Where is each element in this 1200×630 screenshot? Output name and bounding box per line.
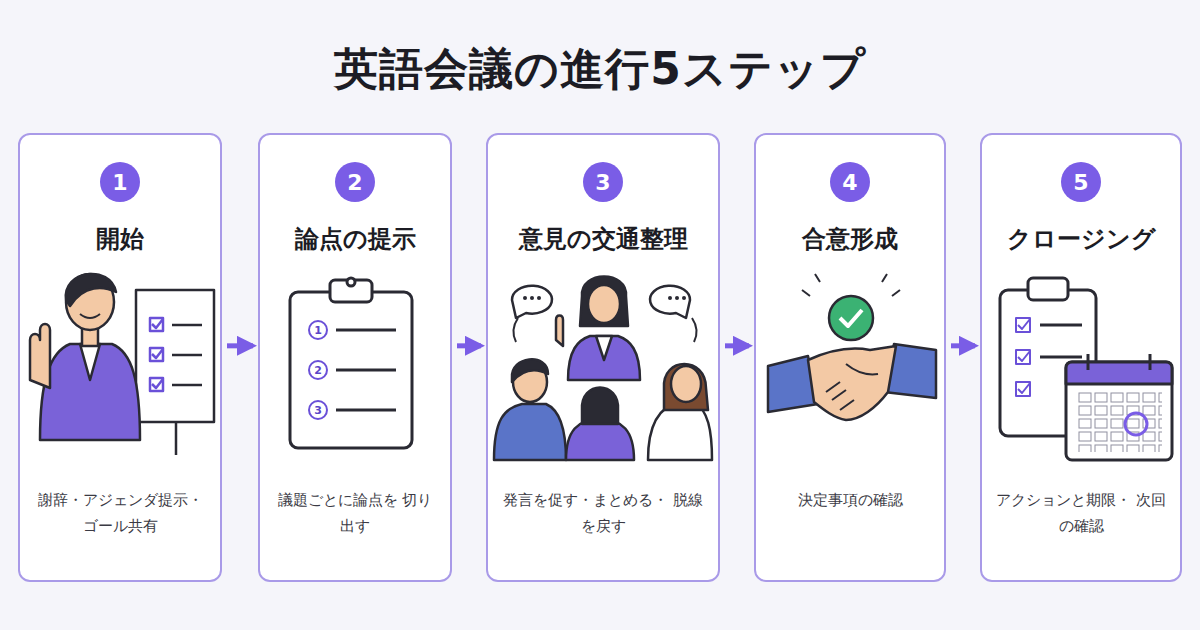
- step-heading: 合意形成: [760, 223, 940, 255]
- discussion-illustration: [494, 277, 712, 461]
- step-number: 4: [830, 162, 870, 202]
- step-card: 合意形成決定事項の確認 4: [754, 133, 946, 582]
- diagram-title: 英語会議の進行5ステップ: [0, 40, 1200, 99]
- step-arrow: [951, 343, 975, 348]
- list-number: 3: [310, 402, 326, 418]
- step-card: 論点の提示議題ごとに論点を 切り出す 2: [258, 133, 452, 582]
- step-number-text: 4: [842, 170, 857, 195]
- step-heading: 意見の交通整理: [492, 223, 714, 255]
- step-number-text: 1: [112, 170, 127, 195]
- step-description: 決定事項の確認: [770, 487, 930, 513]
- step-number: 3: [583, 162, 623, 202]
- handshake-illustration: [768, 274, 936, 420]
- step-card: 開始謝辞・アジェンダ提示・ ゴール共有 1: [18, 133, 222, 582]
- list-number: 1: [310, 322, 326, 338]
- step-heading: クロージング: [986, 223, 1176, 255]
- step-heading: 開始: [24, 223, 216, 255]
- step-number: 1: [100, 162, 140, 202]
- step-number: 2: [335, 162, 375, 202]
- step-number: 5: [1061, 162, 1101, 202]
- step-card: クロージングアクションと期限・ 次回の確認 5: [980, 133, 1182, 582]
- step-number-text: 3: [595, 170, 610, 195]
- step-description: 議題ごとに論点を 切り出す: [274, 487, 436, 540]
- step-arrow: [725, 343, 749, 348]
- step-heading: 論点の提示: [264, 223, 446, 255]
- step-description: 発言を促す・まとめる・ 脱線を戻す: [502, 487, 704, 540]
- step-description: 謝辞・アジェンダ提示・ ゴール共有: [34, 487, 206, 540]
- step-arrow: [227, 343, 253, 348]
- step-arrow: [457, 343, 481, 348]
- step-number-text: 5: [1073, 170, 1088, 195]
- step-description: アクションと期限・ 次回の確認: [996, 487, 1166, 540]
- presenter-illustration: [30, 274, 214, 455]
- step-card: 意見の交通整理発言を促す・まとめる・ 脱線を戻す 3: [486, 133, 720, 582]
- clipboard-illustration: [290, 278, 412, 448]
- checklist-calendar-illustration: [1000, 278, 1172, 460]
- list-number: 2: [310, 362, 326, 378]
- step-number-text: 2: [347, 170, 362, 195]
- card-grounds: [18, 133, 1182, 582]
